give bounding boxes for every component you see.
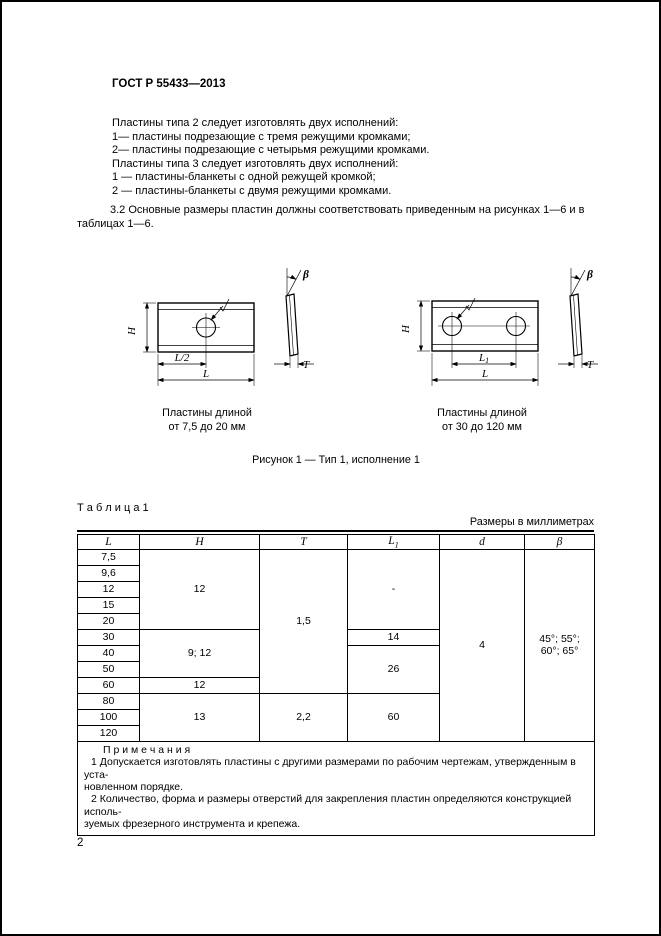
cell-L: 7,5 bbox=[77, 548, 140, 566]
table-row: 40 26 bbox=[77, 644, 595, 694]
roughness-symbol bbox=[465, 297, 476, 311]
cell-L: 15 bbox=[77, 596, 140, 614]
table-row: 7,5 12 1,5 - 4 45°; 55°; 60°; 65° bbox=[77, 548, 595, 742]
cell-L: 9,6 bbox=[77, 564, 140, 582]
side-view-inner-edge bbox=[289, 295, 294, 356]
plate-side-view bbox=[285, 293, 299, 357]
col-header-T: T bbox=[259, 533, 348, 550]
label-H: H bbox=[400, 324, 412, 334]
cell-beta-merged: 45°; 55°; 60°; 65° bbox=[524, 548, 595, 742]
cell-L: 50 bbox=[77, 660, 140, 678]
intro-line: 2 — пластины-бланкеты с двумя режущими к… bbox=[112, 184, 392, 197]
cell-H: 12 bbox=[139, 676, 260, 694]
caption-plate-long: Пластины длиной от 30 до 120 мм bbox=[437, 407, 527, 433]
col-header-H: H bbox=[139, 533, 260, 550]
intro-line: 1— пластины подрезающие с тремя режущими… bbox=[112, 130, 411, 143]
intro-paragraph: Пластины типа 2 следует изготовлять двух… bbox=[112, 117, 429, 199]
intro-line: Пластины типа 2 следует изготовлять двух… bbox=[112, 117, 399, 129]
header-row: L H T L1 d β bbox=[77, 533, 595, 550]
table-label: Т а б л и ц а 1 bbox=[77, 502, 149, 514]
cell-L: 120 bbox=[77, 724, 140, 742]
document-header: ГОСТ Р 55433—2013 bbox=[112, 78, 226, 90]
cell-L1: 14 bbox=[347, 628, 440, 646]
cell-L: 30 bbox=[77, 628, 140, 646]
table-row: 60 12 bbox=[77, 676, 595, 694]
cell-T-merged: 1,5 bbox=[259, 548, 348, 694]
plate-front-view bbox=[431, 300, 539, 352]
beta-angle-arc bbox=[570, 274, 581, 280]
intro-line: Пластины типа 3 следует изготовлять двух… bbox=[112, 157, 399, 170]
beta-slant-line bbox=[286, 269, 302, 297]
side-view-inner-edge bbox=[573, 295, 578, 356]
beta-slant-line bbox=[570, 269, 586, 297]
label-L-half: L/2 bbox=[174, 352, 190, 364]
section-3-2-line1: 3.2 Основные размеры пластин должны соот… bbox=[110, 204, 585, 216]
col-header-d: d bbox=[439, 533, 525, 550]
cell-L: 80 bbox=[77, 692, 140, 710]
cell-L1-merged: - bbox=[347, 548, 440, 630]
label-L: L bbox=[202, 368, 209, 380]
beta-angle-arc bbox=[286, 274, 297, 280]
label-L1: L1 bbox=[478, 352, 489, 365]
label-T: T bbox=[587, 359, 594, 371]
cell-L: 20 bbox=[77, 612, 140, 630]
cell-L1-merged: 26 bbox=[347, 644, 440, 694]
label-H: H bbox=[126, 326, 138, 336]
dimensions-table: L H T L1 d β 7,5 12 1,5 - 4 45°; 55°; bbox=[77, 533, 595, 836]
label-beta: β bbox=[586, 269, 593, 281]
plate-side-view bbox=[569, 293, 583, 357]
intro-line: 1 — пластины-бланкеты с одной режущей кр… bbox=[112, 171, 376, 184]
table-row: 30 9; 12 14 bbox=[77, 628, 595, 678]
page-number: 2 bbox=[77, 837, 84, 849]
cell-H-merged: 12 bbox=[139, 548, 260, 630]
cell-H-merged: 9; 12 bbox=[139, 628, 260, 678]
note-1: 1 Допускается изготовлять пластины с дру… bbox=[84, 756, 576, 781]
table-notes: П р и м е ч а н и я 1 Допускается изгото… bbox=[77, 740, 595, 836]
col-header-L1: L1 bbox=[347, 533, 440, 550]
note-2: 2 Количество, форма и размеры отверстий … bbox=[84, 793, 572, 818]
col-header-beta: β bbox=[524, 533, 595, 550]
cell-L: 60 bbox=[77, 676, 140, 694]
section-3-2: 3.2 Основные размеры пластин должны соот… bbox=[77, 204, 595, 232]
intro-line: 2— пластины подрезающие с четырьмя режущ… bbox=[112, 144, 430, 157]
dimensions-table-wrap: L H T L1 d β 7,5 12 1,5 - 4 45°; 55°; bbox=[77, 530, 595, 836]
figure-caption: Рисунок 1 — Тип 1, исполнение 1 bbox=[252, 454, 420, 466]
label-L: L bbox=[481, 368, 488, 380]
table-units-note: Размеры в миллиметрах bbox=[469, 516, 594, 528]
cell-T-merged: 2,2 bbox=[259, 692, 348, 742]
caption-plate-short: Пластины длиной от 7,5 до 20 мм bbox=[162, 407, 252, 433]
notes-row: П р и м е ч а н и я 1 Допускается изгото… bbox=[77, 740, 595, 836]
notes-title: П р и м е ч а н и я bbox=[103, 743, 191, 756]
cell-L: 12 bbox=[77, 580, 140, 598]
drawing-plate-long: H L1 L β T bbox=[400, 268, 598, 386]
cell-H-merged: 13 bbox=[139, 692, 260, 742]
note-2-continued: зуемых фрезерного инструмента и крепежа. bbox=[84, 818, 301, 831]
col-header-L: L bbox=[77, 533, 140, 550]
label-beta: β bbox=[302, 269, 309, 281]
cell-L: 40 bbox=[77, 644, 140, 662]
cell-L1-merged: 60 bbox=[347, 692, 440, 742]
table-row: 120 bbox=[77, 724, 595, 742]
table-row: 80 13 2,2 60 bbox=[77, 692, 595, 742]
drawing-plate-short: H L/2 L β T bbox=[126, 268, 314, 386]
cell-d-merged: 4 bbox=[439, 548, 525, 742]
label-T: T bbox=[303, 359, 310, 371]
roughness-symbol bbox=[219, 298, 230, 312]
note-1-continued: новленном порядке. bbox=[84, 781, 184, 794]
section-3-2-line2: таблицах 1—6. bbox=[77, 217, 154, 230]
cell-L: 100 bbox=[77, 708, 140, 726]
